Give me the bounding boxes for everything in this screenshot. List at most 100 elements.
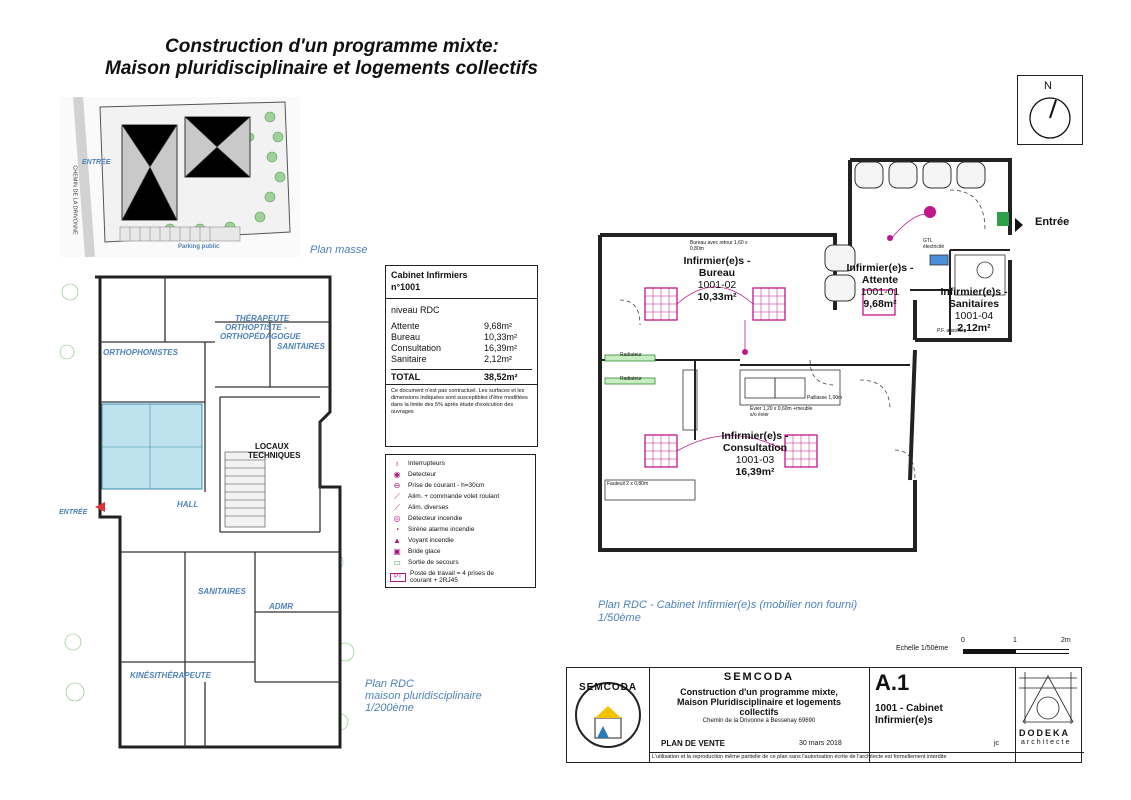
detail-caption: Plan RDC - Cabinet Infirmier(e)s (mobili…	[598, 599, 857, 625]
note-fauteuil: Fauteuil 2 x 0,80m	[607, 481, 649, 487]
fire-light-icon: ▲	[393, 536, 401, 545]
scale-bar: Echelle 1/50ème 0 1 2m	[896, 636, 1081, 661]
info-row-label: Consultation	[391, 343, 442, 353]
legend-label: Voyant incendie	[408, 537, 454, 544]
legend-item: ◔Sirène alarme incendie	[386, 524, 535, 535]
room-sanitaires-top: SANITAIRES	[277, 342, 325, 351]
compass-box: N	[1017, 75, 1083, 145]
dodeka-logo-icon	[1019, 672, 1077, 724]
detector-icon: ◉	[393, 470, 401, 479]
legend-label: Prise de courant - h=30cm	[408, 482, 485, 489]
legend-item: ▣ Bride glace	[386, 546, 535, 557]
initials: jc	[994, 740, 1000, 747]
legend-label: Alim. diverses	[408, 504, 449, 511]
rdc-caption-line3: 1/200ème	[365, 702, 414, 714]
site-plan-caption: Plan masse	[310, 244, 368, 256]
plan-type: PLAN DE VENTE	[661, 739, 726, 748]
detail-plan: Infirmier(e)s - Bureau 1001-02 10,33m² I…	[545, 150, 1069, 560]
note-paillasse: Paillasse 1,00m	[807, 395, 843, 401]
siren-icon: ◔	[394, 525, 400, 534]
detail-room-name: Infirmier(e)s -	[846, 262, 914, 274]
room-locaux: LOCAUX	[255, 442, 289, 451]
title-block: SEMCODA SEMCODA Construction d'un progra…	[566, 667, 1084, 763]
detail-room-sanitaires: Infirmier(e)s - Sanitaires 1001-04 2,12m…	[929, 286, 1019, 334]
legend-item: ◎Détecteur incendie	[386, 513, 535, 524]
info-header-line2: n°1001	[391, 282, 421, 292]
room-techniques: TECHNIQUES	[248, 451, 301, 460]
info-level: niveau RDC	[391, 305, 440, 315]
detail-room-name: Bureau	[698, 267, 736, 279]
rdc-caption-line2: maison pluridisciplinaire	[365, 690, 482, 702]
shutter-icon: ⟋	[394, 491, 400, 501]
rdc-caption: Plan RDC maison pluridisciplinaire 1/200…	[365, 678, 482, 714]
legend-label: Sortie de secours	[408, 559, 459, 566]
plan-date: 30 mars 2018	[799, 740, 842, 747]
info-row-label: Sanitaire	[391, 354, 427, 364]
info-row-label: Attente	[391, 321, 420, 331]
scale-tick: 0	[961, 637, 965, 644]
info-header: Cabinet Infirmiers n°1001	[386, 266, 537, 299]
info-total-label: TOTAL	[391, 372, 421, 382]
compass-label: N	[1044, 80, 1052, 92]
site-entree-label: ENTRÉE	[82, 159, 111, 166]
detail-room-area: 9,68m²	[863, 298, 897, 310]
room-admr: ADMR	[269, 602, 293, 611]
subject-line1: 1001 - Cabinet	[875, 703, 943, 714]
legend-label: Alim. + commande volet roulant	[408, 493, 500, 500]
legend-item: ⟋ Alim. diverses	[386, 502, 535, 513]
detail-caption-line2: 1/50ème	[598, 612, 641, 624]
room-orthopedagogue: ORTHOPÉDAGOGUE	[220, 332, 301, 341]
info-note: Ce document n'est pas contractuel. Les s…	[386, 384, 537, 419]
power-icon: ⟋	[394, 502, 400, 512]
workstation-icon: PT	[390, 572, 406, 582]
sheet-number: A.1	[875, 670, 910, 695]
legend-item: ◉Detecteur	[386, 469, 535, 480]
detail-room-name: Infirmier(e)s -	[721, 430, 789, 442]
info-total: TOTAL 38,52m²	[391, 369, 532, 382]
socket-icon: ⊖	[393, 481, 401, 490]
detail-caption-line1: Plan RDC - Cabinet Infirmier(e)s (mobili…	[598, 599, 858, 611]
legend-item: ⊖ Prise de courant - h=30cm	[386, 480, 535, 491]
room-orthophonistes: ORTHOPHONISTES	[103, 348, 178, 357]
info-total-value: 38,52m²	[484, 372, 518, 382]
logo-text: SEMCODA	[579, 682, 638, 693]
detail-room-attente: Infirmier(e)s - Attente 1001-01 9,68m²	[835, 262, 925, 310]
scale-label: Echelle 1/50ème	[896, 645, 949, 652]
detail-room-name: Sanitaires	[948, 298, 1000, 310]
legend-item: ♁Interrupteurs	[386, 458, 535, 469]
room-orthoptiste: ORTHOPTISTE -	[225, 323, 287, 332]
info-row: Consultation 16,39m²	[391, 343, 532, 354]
scale-fill	[963, 649, 1016, 653]
copyright-notice: L'utilisation et la reproduction même pa…	[649, 752, 1084, 763]
info-row-label: Bureau	[391, 332, 421, 342]
rdc-entree-label: ENTRÉE	[59, 509, 88, 516]
scale-tick: 1	[1013, 637, 1017, 644]
ground-plan-drawing	[59, 275, 355, 749]
detail-room-name: Infirmier(e)s -	[683, 255, 751, 267]
detail-room-bureau: Infirmier(e)s - Bureau 1001-02 10,33m²	[667, 255, 767, 303]
room-sanitaires-bottom: SANITAIRES	[198, 587, 246, 596]
project-address: Chemin de la Drivonne à Bessenay 69690	[702, 718, 816, 724]
legend-item: ▭Sortie de secours	[386, 557, 535, 568]
note-evier: Évier 1,20 x 0,60m +meuble s/o évier	[750, 406, 813, 418]
semcoda-logo: SEMCODA	[567, 668, 650, 762]
detail-room-code: 1001-01	[860, 286, 900, 298]
architect-cell: DODEKA architecte	[1015, 668, 1081, 752]
project-line2: Maison Pluridisciplinaire et logements	[676, 697, 842, 707]
info-row-value: 2,12m²	[484, 354, 513, 364]
site-plan-drawing	[60, 96, 300, 258]
sheet-cell: A.1 1001 - Cabinet Infirmier(e)s jc	[869, 668, 1016, 762]
semcoda-logo-icon	[575, 682, 641, 748]
architect-name: DODEKA	[1019, 728, 1071, 738]
glass-break-icon: ▣	[393, 547, 401, 556]
site-road-label: CHEMIN DE LA DRIVONNE	[71, 165, 78, 235]
info-row-value: 16,39m²	[484, 343, 518, 353]
room-hall: HALL	[177, 500, 199, 509]
detail-room-area: 16,39m²	[735, 466, 775, 478]
info-header-line1: Cabinet Infirmiers	[391, 270, 468, 280]
main-title-line2: Maison pluridisciplinaire et logements c…	[105, 58, 538, 79]
legend-label: Bride glace	[408, 548, 441, 555]
fire-detector-icon: ◎	[393, 514, 401, 523]
